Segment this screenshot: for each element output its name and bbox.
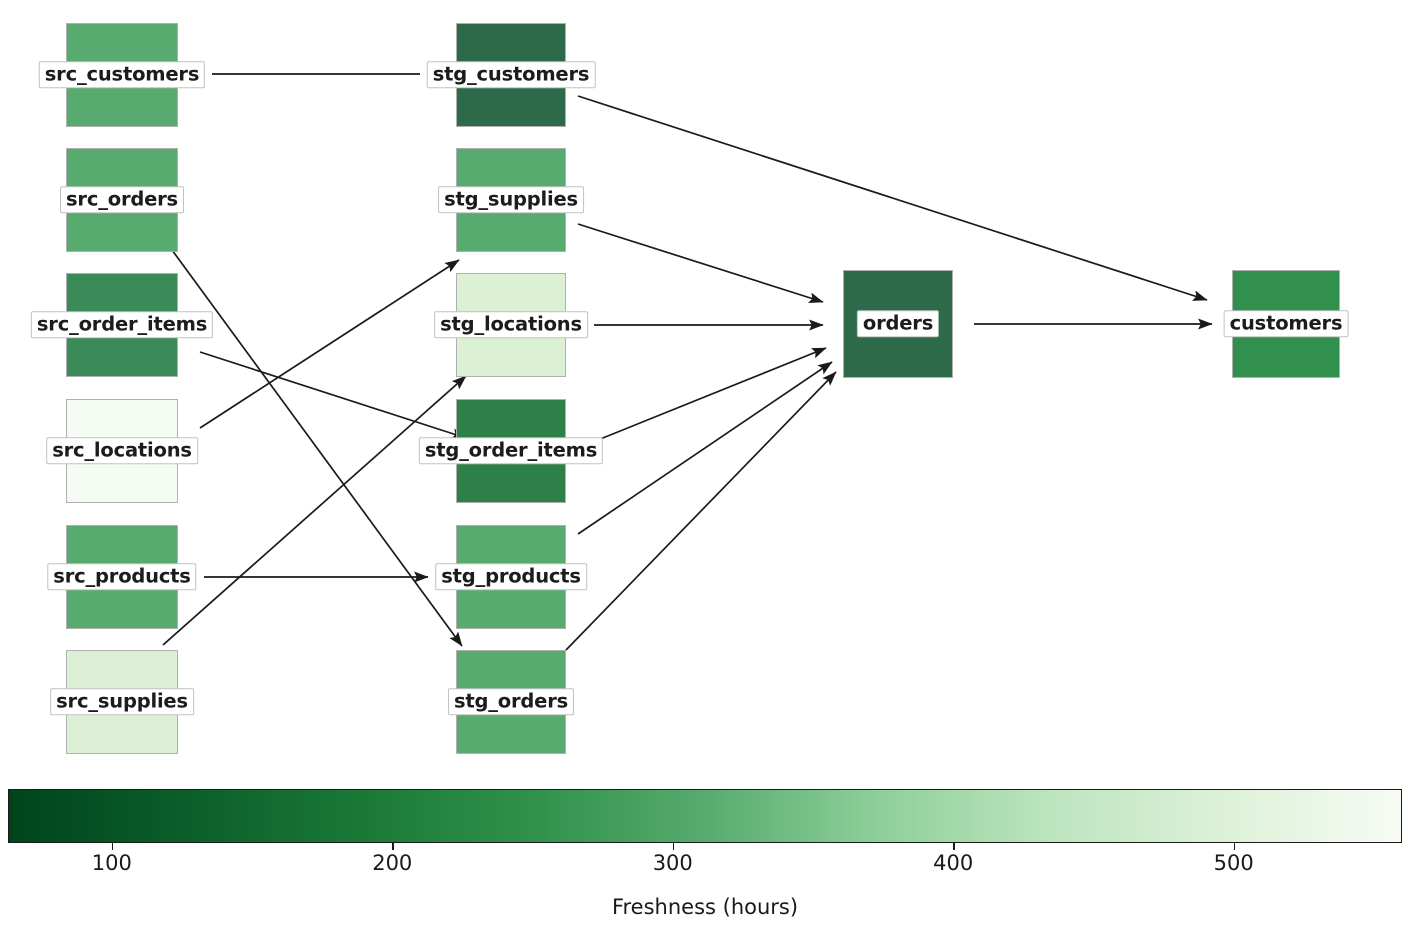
colorbar-tick-500 <box>1233 843 1236 850</box>
node-label-orders: orders <box>856 310 940 338</box>
edge-src_locations-stg_locations <box>199 259 460 429</box>
node-label-stg_customers: stg_customers <box>426 61 596 89</box>
node-label-stg_products: stg_products <box>435 563 587 591</box>
colorbar-tick-200 <box>392 843 394 850</box>
edge-src_order_items-stg_order_items <box>199 351 467 439</box>
node-label-customers: customers <box>1223 310 1349 338</box>
node-label-src_customers: src_customers <box>38 61 206 89</box>
node-label-stg_orders: stg_orders <box>447 688 575 716</box>
colorbar-tick-label-200: 200 <box>372 851 413 875</box>
node-label-src_supplies: src_supplies <box>50 688 194 716</box>
colorbar-axis-label: Freshness (hours) <box>611 895 799 919</box>
node-label-src_orders: src_orders <box>60 186 184 214</box>
edge-src_orders-stg_orders <box>171 249 463 647</box>
edge-stg_products-orders <box>577 361 833 535</box>
colorbar: 100 200 300 400 500 <box>8 789 1402 875</box>
node-label-src_order_items: src_order_items <box>30 311 214 339</box>
colorbar-tick-label-100: 100 <box>91 851 132 875</box>
colorbar-tick-300 <box>672 843 675 850</box>
edge-stg_orders-orders <box>565 371 837 651</box>
colorbar-gradient <box>8 789 1402 843</box>
colorbar-tick-400 <box>953 843 955 850</box>
edge-stg_supplies-orders <box>577 223 824 303</box>
node-label-src_products: src_products <box>47 563 197 591</box>
edge-stg_order_items-orders <box>577 347 827 449</box>
node-label-src_locations: src_locations <box>46 437 198 465</box>
colorbar-tick-100 <box>111 843 114 850</box>
colorbar-tick-label-400: 400 <box>933 851 974 875</box>
edges-group <box>162 73 1213 651</box>
colorbar-tick-label-300: 300 <box>652 851 693 875</box>
node-label-stg_locations: stg_locations <box>434 311 588 339</box>
colorbar-tick-label-500: 500 <box>1213 851 1254 875</box>
edge-stg_customers-customers <box>577 95 1208 301</box>
node-label-stg_order_items: stg_order_items <box>418 437 604 465</box>
edge-src_supplies-stg_supplies <box>162 375 467 646</box>
node-label-stg_supplies: stg_supplies <box>438 186 584 214</box>
